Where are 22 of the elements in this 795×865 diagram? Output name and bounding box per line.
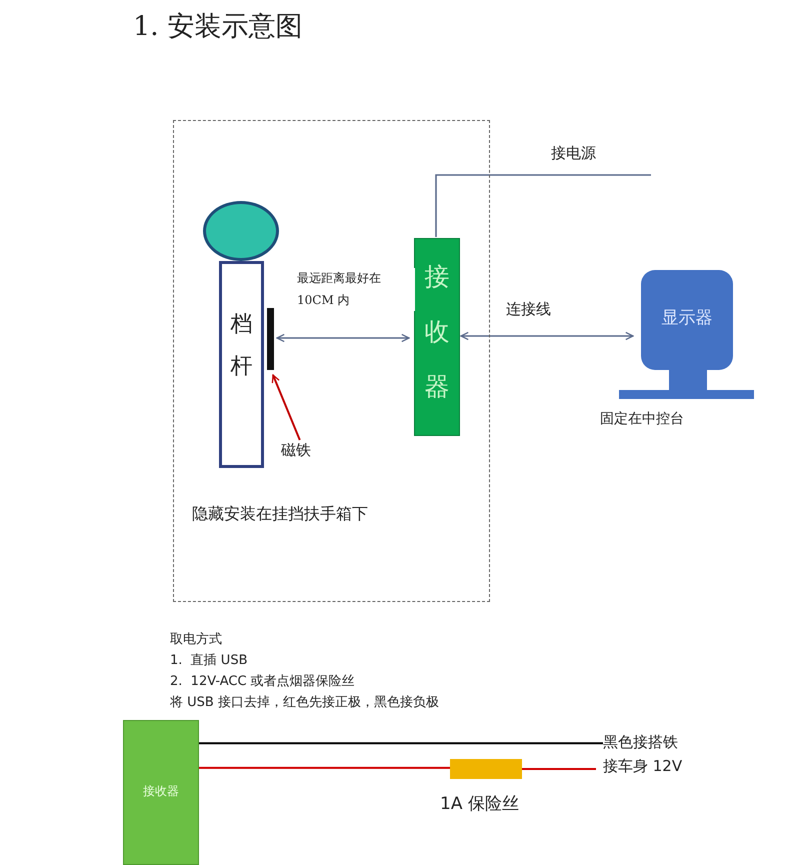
note-text: 将 USB 接口去掉，红色先接正极，黑色接负极: [170, 694, 439, 711]
connector-line: [435, 174, 651, 237]
connector-line: [199, 766, 450, 769]
caption-text: 固定在中控台: [600, 410, 684, 428]
connector-line: [460, 332, 634, 340]
note-text: 1. 直插 USB: [170, 652, 248, 669]
display-screen: 显示器: [641, 270, 733, 370]
connector-line: [522, 768, 596, 770]
gear-lever: 档杆: [219, 261, 264, 468]
fuse: [450, 759, 522, 779]
connector-line: [199, 742, 603, 744]
receiver-box: 接收器: [123, 720, 199, 865]
edge-label: 最远距离最好在 10CM 内: [297, 268, 415, 312]
note-text: 取电方式: [170, 631, 222, 648]
title: 1. 安装示意图: [133, 10, 302, 44]
caption-text: 1A 保险丝: [440, 793, 519, 815]
leader-line: [272, 374, 301, 440]
note-text: 2. 12V-ACC 或者点烟器保险丝: [170, 673, 355, 690]
connector-line: [276, 334, 410, 342]
area-caption: 隐藏安装在挂挡扶手箱下: [192, 504, 368, 525]
magnet-bar: [267, 308, 274, 370]
receiver-box: 接收器: [414, 238, 460, 436]
